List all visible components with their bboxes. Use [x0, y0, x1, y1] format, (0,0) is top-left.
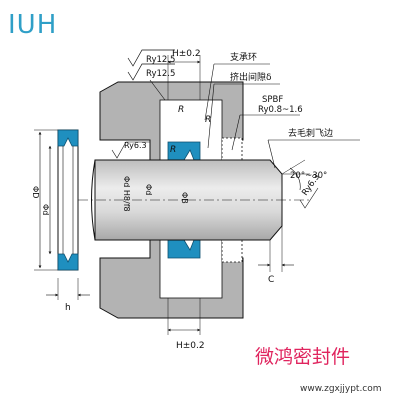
bore-label: ΦD [31, 186, 40, 198]
finish-spec-label: SPBF [262, 95, 283, 105]
seal-side-view [57, 129, 79, 271]
roughness-top-2: Ry12.5 [146, 69, 175, 79]
rod-dia-label: Φd [41, 204, 50, 215]
radius-label-3: R [170, 145, 176, 155]
width-top-label: H±0.2 [172, 49, 201, 59]
angle-label: 20°~30° [290, 171, 327, 181]
seal-side-top [57, 129, 79, 147]
roughness-range-label: Ry0.8~1.6 [258, 105, 303, 115]
support-ring-label: 支承环 [230, 51, 257, 63]
roughness-top-1: Ry12.5 [146, 55, 175, 65]
website-watermark: www.zgxjjypt.com [300, 384, 382, 394]
support-ring-lower [221, 239, 243, 263]
rod-dia-label-2: Φd [144, 184, 153, 195]
brand-text: 微鸿密封件 [255, 346, 351, 368]
seal-lower [167, 239, 201, 259]
deburr-label: 去毛刺飞边 [288, 127, 333, 139]
groove-dia-label: ΦB [180, 192, 189, 204]
seal-side-bottom [57, 253, 79, 271]
rod-fit-label: Φd H8/f8 [122, 176, 131, 212]
model-label: IUH [8, 10, 58, 40]
height-label: h [65, 303, 71, 313]
radius-label-1: R [178, 105, 184, 115]
radius-label-2: R [205, 115, 211, 125]
chamfer-label: C [268, 275, 274, 285]
roughness-rod-label: Ry6.3 [124, 141, 147, 150]
extrusion-gap-label: 挤出间隙δ [230, 71, 272, 83]
width-bottom-label: H±0.2 [176, 341, 205, 351]
